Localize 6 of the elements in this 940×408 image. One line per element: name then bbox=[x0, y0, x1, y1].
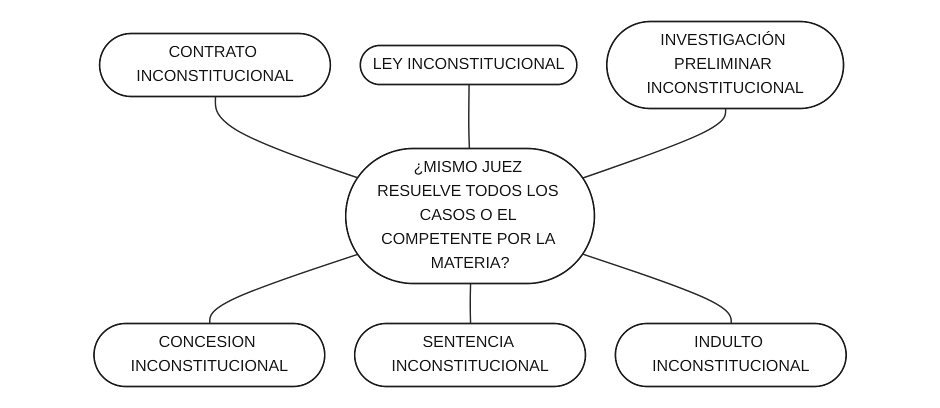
connector bbox=[208, 254, 358, 324]
connector bbox=[214, 96, 358, 179]
connector bbox=[468, 85, 470, 150]
connector bbox=[583, 254, 732, 324]
connector bbox=[582, 108, 726, 179]
connector bbox=[469, 284, 472, 324]
